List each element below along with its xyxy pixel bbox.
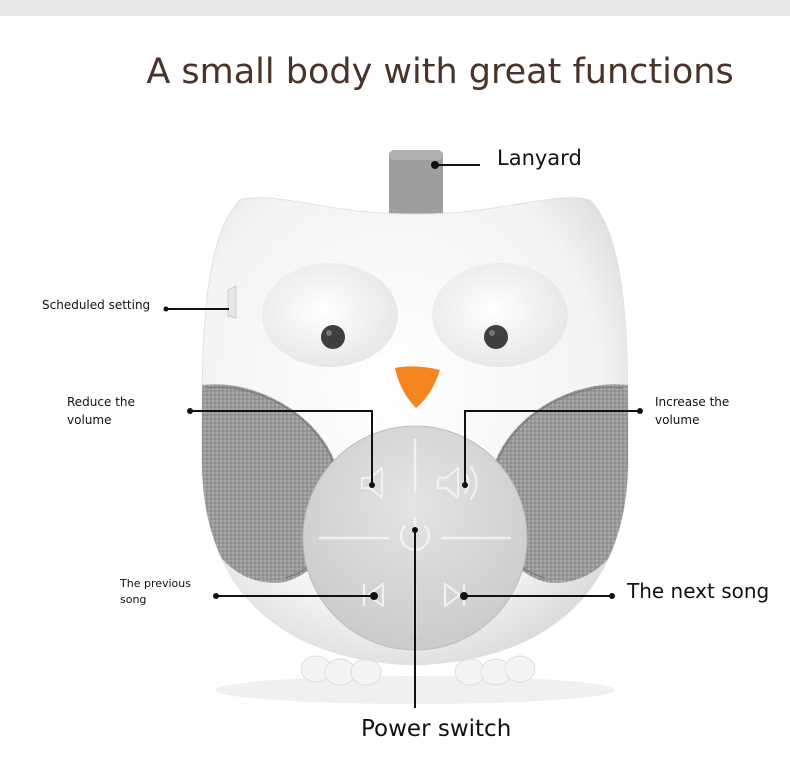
owl-beak xyxy=(395,366,440,408)
label-scheduled-setting: Scheduled setting xyxy=(42,298,151,312)
callout-lines xyxy=(166,164,640,708)
label-previous-song: The previous song xyxy=(120,577,191,606)
side-timer-button xyxy=(227,285,237,319)
lanyard-strap xyxy=(389,150,443,228)
right-eye xyxy=(484,325,508,349)
label-reduce-volume: Reduce the volume xyxy=(67,395,135,427)
callout-dots xyxy=(163,161,643,600)
label-increase-volume: Increase the volume xyxy=(655,395,730,427)
top-bar xyxy=(0,0,790,16)
right-eye-patch xyxy=(432,263,568,367)
label-lanyard: Lanyard xyxy=(497,146,582,170)
owl-feet xyxy=(300,655,536,686)
left-eye xyxy=(321,325,345,349)
left-eye-patch xyxy=(262,263,398,367)
page-title: A small body with great functions xyxy=(146,52,734,92)
label-next-song: The next song xyxy=(627,579,770,603)
volume-down-icon xyxy=(360,466,384,500)
volume-up-icon xyxy=(436,465,478,501)
label-power-switch: Power switch xyxy=(361,716,512,742)
